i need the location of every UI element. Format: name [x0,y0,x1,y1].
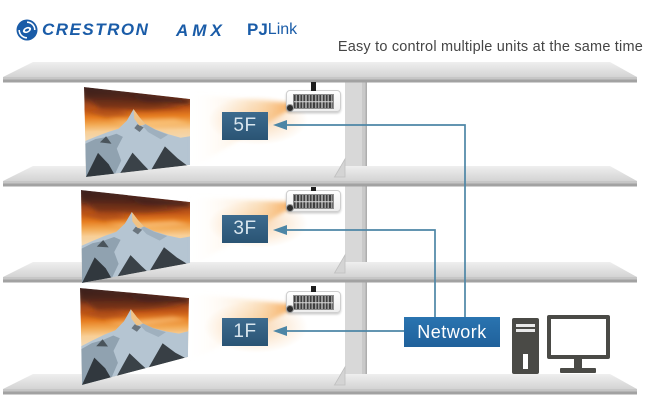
floor-slab [3,166,637,187]
projector-grill [293,194,334,209]
screen-image-1f [80,288,189,385]
arrowhead-icon [273,225,287,235]
amx-logo-text: AMX [176,21,226,40]
floor-label-3f: 3F [222,215,268,243]
network-label: Network [404,317,500,347]
network-line-3f [273,225,436,317]
pjlink-logo-text-bold: PJ [247,20,268,39]
tower-vent [516,324,535,327]
tower-vent [516,329,535,332]
crestron-logo: CRESTRON [16,19,149,41]
network-line-1f [273,326,404,336]
wall-floor-junction [333,253,346,274]
floor-slab [3,62,637,83]
monitor [547,315,610,359]
wall-column [345,77,367,391]
screen-image-5f [84,87,190,177]
projector-3f [286,187,341,212]
desktop-tower [512,318,539,374]
floor-label-5f: 5F [222,112,268,140]
projector-5f [286,82,341,112]
projector-mount [311,82,316,91]
monitor-stand-neck [574,358,582,368]
projector-lens [286,104,294,112]
wall-floor-junction [333,157,346,178]
monitor-stand-base [560,368,596,373]
projector-grill [293,94,334,109]
tagline-text: Easy to control multiple units at the sa… [337,39,643,55]
projector-lens [286,305,294,313]
pjlink-logo-text-rest: Link [267,21,298,38]
crestron-swirl-icon [16,19,38,41]
projector-lens [286,204,294,212]
projector-1f [286,286,341,313]
tower-drive-slot [523,354,528,369]
screen-image-3f [81,190,190,283]
projector-mount [311,286,316,292]
floor-label-1f: 1F [222,318,268,346]
floor-slab [3,374,637,395]
wall-floor-junction [333,365,346,386]
projector-mount [311,187,316,191]
network-line-5f [273,120,466,317]
arrowhead-icon [273,326,287,336]
arrowhead-icon [273,120,287,130]
crestron-logo-text: CRESTRON [42,20,150,39]
projector-grill [293,295,334,310]
amx-logo: AMX [176,21,226,41]
